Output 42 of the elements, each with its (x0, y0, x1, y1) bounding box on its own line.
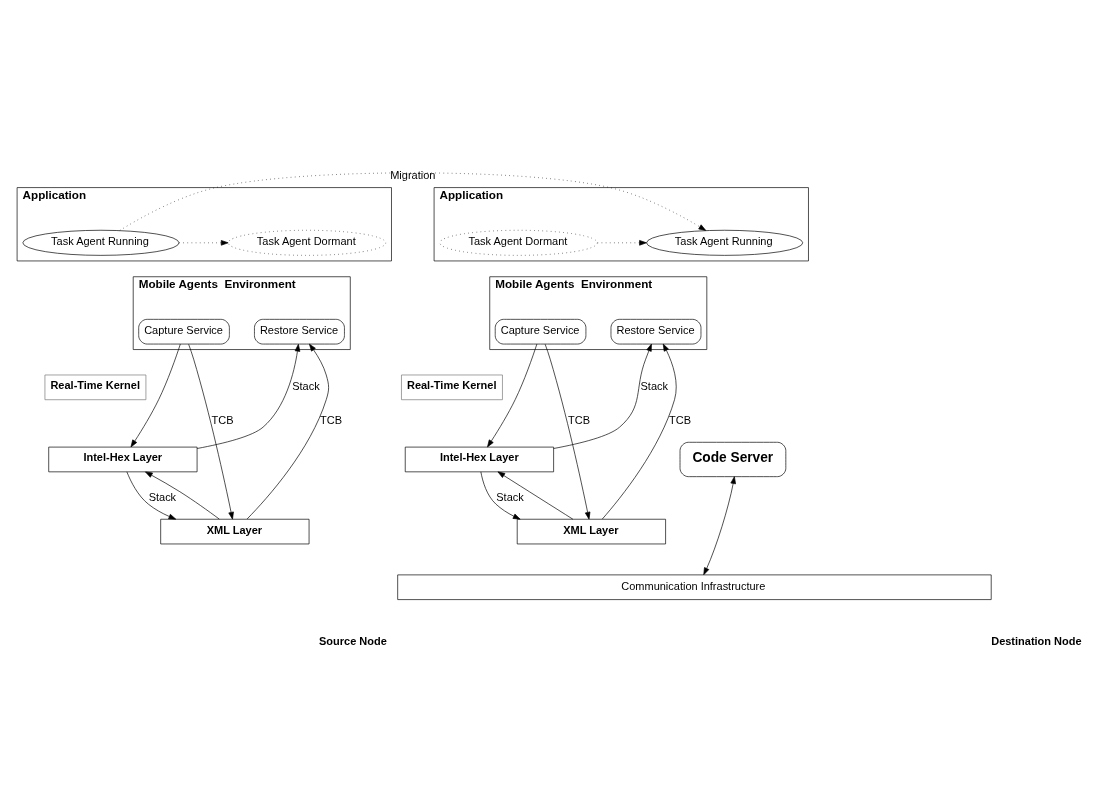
edge-label: Stack (496, 490, 524, 503)
arrow (196, 343, 301, 449)
arrow (145, 471, 220, 520)
arrow (553, 343, 652, 449)
arrow (188, 343, 234, 520)
arrow (126, 471, 177, 520)
edge-label: TCB (568, 413, 591, 426)
edge-label: Stack (148, 490, 177, 503)
edge-label: Stack (640, 379, 668, 392)
node-box: Capture Service (138, 319, 230, 345)
arrow (544, 343, 591, 520)
node-ellipse: Task Agent Running (646, 229, 804, 256)
node-box: Capture Service (494, 319, 587, 345)
arrow (601, 343, 677, 520)
node-box: Intel-Hex Layer (48, 446, 198, 473)
node-box: Restore Service (254, 319, 345, 345)
node-ellipse: Task Agent Dormant (439, 229, 598, 256)
node-box: Real-Time Kernel (44, 374, 147, 401)
node-box: Code Server (679, 441, 787, 477)
node-box: XML Layer (160, 518, 310, 545)
edge-label: Stack (292, 379, 320, 392)
arrow (487, 343, 538, 448)
node-box: Real-Time Kernel (401, 374, 503, 401)
arrow (480, 471, 521, 520)
arrow (119, 172, 707, 231)
node-ellipse: Task Agent Running (22, 229, 180, 256)
edge-label: TCB (320, 413, 343, 426)
arrow (246, 343, 329, 520)
arrow (497, 471, 574, 520)
arrow (178, 240, 229, 246)
node-box: Intel-Hex Layer (404, 446, 554, 473)
edge-label: Migration (390, 168, 436, 181)
edge-label: TCB (669, 413, 692, 426)
node-box: Restore Service (610, 319, 702, 345)
arrow (703, 476, 736, 576)
label: Destination Node (991, 634, 1082, 647)
node-box: XML Layer (516, 518, 666, 545)
arrow (597, 240, 647, 246)
label: Source Node (319, 634, 387, 647)
node-box: Communication Infrastructure (397, 574, 992, 600)
edge-label: TCB (211, 413, 234, 426)
arrow (130, 343, 181, 448)
